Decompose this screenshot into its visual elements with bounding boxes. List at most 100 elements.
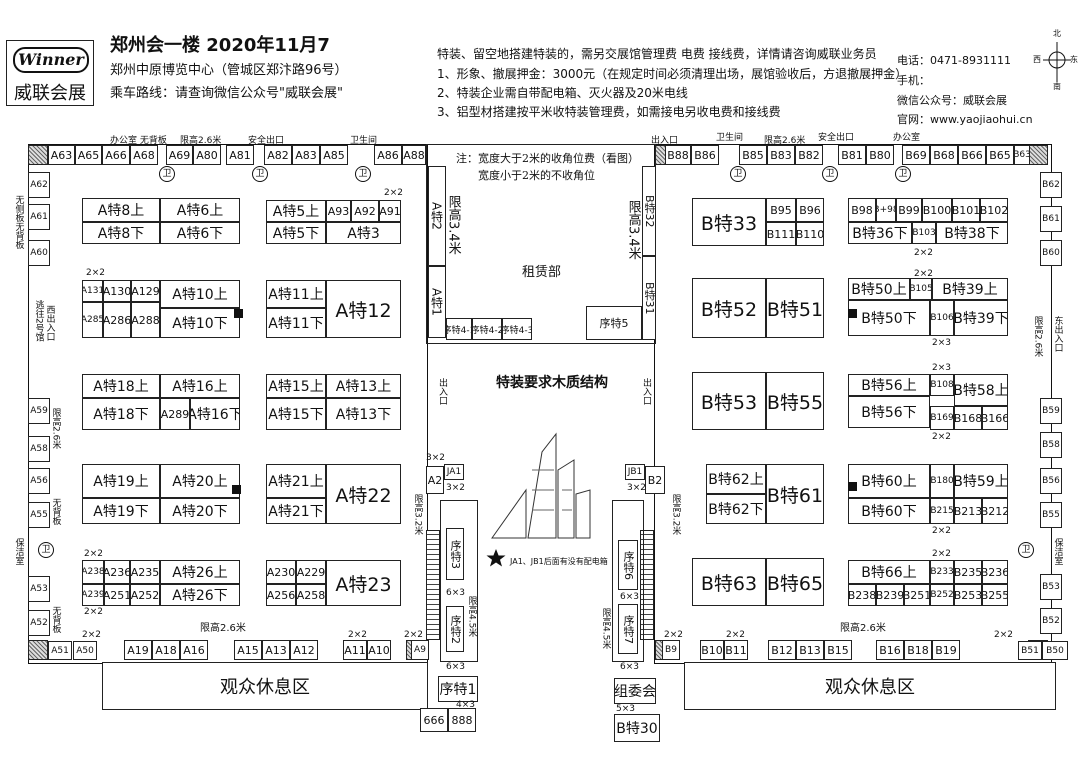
booth[interactable]: B83 bbox=[767, 145, 795, 165]
booth[interactable]: B101 bbox=[952, 198, 980, 222]
booth[interactable]: B108 bbox=[930, 374, 954, 396]
booth[interactable]: A82 bbox=[264, 145, 292, 165]
booth[interactable]: B96 bbox=[796, 198, 824, 222]
booth[interactable]: A239 bbox=[82, 584, 104, 606]
booth[interactable]: B特30 bbox=[614, 714, 660, 742]
booth[interactable]: 序特2 bbox=[446, 606, 464, 652]
booth[interactable]: B特50下 bbox=[848, 300, 930, 336]
booth[interactable]: A81 bbox=[226, 145, 254, 165]
booth[interactable]: A91 bbox=[379, 200, 401, 222]
booth[interactable]: A236 bbox=[104, 560, 130, 584]
booth[interactable]: B106 bbox=[930, 300, 954, 336]
booth[interactable]: B18 bbox=[904, 640, 932, 660]
booth[interactable]: B特51 bbox=[766, 278, 824, 338]
booth[interactable]: A特6上 bbox=[160, 198, 240, 222]
booth[interactable]: B69 bbox=[902, 145, 930, 165]
booth[interactable]: B特55 bbox=[766, 372, 824, 430]
booth[interactable]: 序特7 bbox=[618, 604, 638, 654]
booth[interactable]: B19 bbox=[932, 640, 960, 660]
booth[interactable]: A69 bbox=[166, 145, 193, 165]
booth[interactable]: B88 bbox=[665, 145, 691, 165]
booth[interactable]: A58 bbox=[28, 436, 50, 462]
booth[interactable]: A80 bbox=[193, 145, 221, 165]
booth[interactable]: B+98 bbox=[876, 198, 896, 222]
booth[interactable]: A特8下 bbox=[82, 222, 160, 244]
booth[interactable]: A9 bbox=[411, 640, 429, 660]
booth[interactable]: B238 bbox=[848, 584, 876, 606]
booth[interactable]: B98 bbox=[848, 198, 876, 222]
booth[interactable]: 888 bbox=[448, 708, 476, 732]
booth[interactable]: B212 bbox=[982, 498, 1008, 524]
booth[interactable]: A235 bbox=[130, 560, 160, 584]
booth[interactable]: B85 bbox=[739, 145, 767, 165]
booth[interactable]: A52 bbox=[28, 610, 50, 636]
booth[interactable]: A258 bbox=[296, 584, 326, 606]
booth[interactable]: B11 bbox=[724, 640, 748, 660]
booth[interactable]: A特19下 bbox=[82, 498, 160, 524]
org-committee[interactable]: 组委会 bbox=[614, 678, 656, 704]
booth[interactable]: B特53 bbox=[692, 372, 766, 430]
booth[interactable]: B特50上 bbox=[848, 278, 910, 300]
booth[interactable]: A特19上 bbox=[82, 464, 160, 498]
booth[interactable]: A88 bbox=[402, 145, 426, 165]
booth[interactable]: A特26下 bbox=[160, 584, 240, 606]
booth[interactable]: A289 bbox=[160, 398, 190, 430]
booth[interactable]: B180 bbox=[930, 464, 954, 498]
booth[interactable]: B239 bbox=[876, 584, 904, 606]
booth[interactable]: JA1 bbox=[444, 464, 464, 480]
booth[interactable]: A129 bbox=[131, 280, 160, 302]
booth[interactable]: A53 bbox=[28, 576, 50, 602]
booth[interactable]: 666 bbox=[420, 708, 448, 732]
booth[interactable]: B特56下 bbox=[848, 396, 930, 428]
booth[interactable]: B102 bbox=[980, 198, 1008, 222]
booth[interactable]: A特12 bbox=[326, 280, 401, 338]
booth[interactable]: B81 bbox=[838, 145, 866, 165]
booth[interactable]: A特5上 bbox=[266, 200, 326, 222]
booth[interactable]: A55 bbox=[28, 502, 50, 528]
booth[interactable]: A230 bbox=[266, 560, 296, 584]
booth[interactable]: A61 bbox=[28, 204, 50, 230]
booth[interactable]: B15 bbox=[824, 640, 852, 660]
booth[interactable]: B236 bbox=[982, 560, 1008, 584]
booth[interactable]: B60 bbox=[1040, 240, 1062, 266]
booth[interactable]: A特8上 bbox=[82, 198, 160, 222]
booth[interactable]: A特10上 bbox=[160, 280, 240, 308]
booth[interactable]: A256 bbox=[266, 584, 296, 606]
booth[interactable]: A特6下 bbox=[160, 222, 240, 244]
booth[interactable]: B103 bbox=[912, 222, 936, 244]
booth[interactable]: A288 bbox=[131, 302, 160, 338]
booth[interactable]: A59 bbox=[28, 398, 50, 424]
booth[interactable]: B53 bbox=[1040, 574, 1062, 600]
booth[interactable]: A2 bbox=[426, 466, 444, 494]
booth[interactable]: B62 bbox=[1040, 172, 1062, 198]
booth[interactable]: A特16上 bbox=[160, 374, 240, 398]
booth[interactable]: B100 bbox=[922, 198, 952, 222]
booth[interactable]: B特52 bbox=[692, 278, 766, 338]
booth[interactable]: A251 bbox=[104, 584, 130, 606]
booth[interactable]: A特26上 bbox=[160, 560, 240, 584]
booth[interactable]: B233 bbox=[930, 560, 954, 584]
booth[interactable]: B特61 bbox=[766, 464, 824, 524]
booth[interactable]: B特58上 bbox=[954, 374, 1008, 406]
booth[interactable]: A特10下 bbox=[160, 308, 240, 338]
booth[interactable]: B特65 bbox=[766, 558, 824, 606]
booth[interactable]: A51 bbox=[48, 641, 72, 660]
booth[interactable]: B特36下 bbox=[848, 222, 912, 244]
booth[interactable]: A特13上 bbox=[326, 374, 401, 398]
booth[interactable]: A13 bbox=[262, 640, 290, 660]
booth[interactable]: A50 bbox=[73, 641, 97, 660]
booth[interactable]: A特23 bbox=[326, 560, 401, 606]
booth[interactable]: B特32 bbox=[642, 166, 656, 256]
booth[interactable]: A286 bbox=[103, 302, 131, 338]
booth[interactable]: A15 bbox=[234, 640, 262, 660]
booth[interactable]: B特31 bbox=[642, 256, 656, 340]
booth[interactable]: A特15上 bbox=[266, 374, 326, 398]
booth[interactable]: B82 bbox=[795, 145, 823, 165]
booth[interactable]: A93 bbox=[326, 200, 351, 222]
booth[interactable]: A60 bbox=[28, 240, 50, 266]
booth[interactable]: B55 bbox=[1040, 502, 1062, 528]
booth[interactable]: B特66上 bbox=[848, 560, 930, 584]
booth[interactable]: 序特5 bbox=[586, 306, 642, 340]
booth[interactable]: B特39上 bbox=[932, 278, 1008, 300]
booth[interactable]: A285 bbox=[82, 302, 103, 338]
